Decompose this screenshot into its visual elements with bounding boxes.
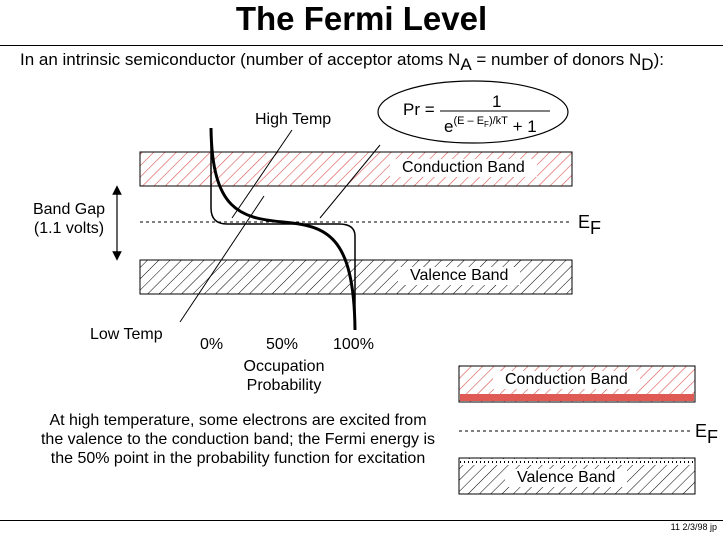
axis-title-line1: Occupation (243, 358, 325, 375)
low-temp-label: Low Temp (90, 326, 163, 343)
formula-pointer (319, 144, 381, 219)
footer-text: 11 2/3/98 jp (670, 522, 717, 532)
formula-denominator: e(E – EF)/kT + 1 (444, 115, 537, 136)
band-gap-value: (1.1 volts) (33, 220, 105, 237)
formula-lhs: Pr = (403, 100, 435, 119)
valence-band-label: Valence Band (398, 267, 521, 285)
high-temp-label: High Temp (255, 111, 332, 128)
conduction-band-label: Conduction Band (390, 159, 537, 177)
small-conduction-label: Conduction Band (493, 371, 640, 389)
caption-text: At high temperature, some electrons are … (40, 412, 435, 467)
low-temp-curve (210, 128, 356, 330)
small-conduction-filled (460, 394, 694, 401)
footer-divider (0, 520, 723, 521)
formula-numerator: 1 (492, 92, 502, 111)
formula-ellipse (377, 80, 569, 144)
axis-tick-100: 100% (333, 336, 374, 353)
high-temp-curve (209, 127, 357, 331)
axis-tick-50: 50% (266, 336, 299, 353)
band-gap-label: Band Gap (32, 201, 106, 218)
page-title: The Fermi Level (235, 0, 488, 37)
title-divider (0, 45, 723, 46)
high-temp-pointer (231, 129, 293, 219)
axis-title-line2: Probability (246, 377, 322, 394)
intro-text: In an intrinsic semiconductor (number of… (20, 50, 664, 74)
small-fermi-label: EF (695, 421, 719, 447)
small-valence-label: Valence Band (505, 469, 628, 487)
fermi-level-label: EF (578, 212, 602, 238)
axis-tick-0: 0% (200, 336, 224, 353)
